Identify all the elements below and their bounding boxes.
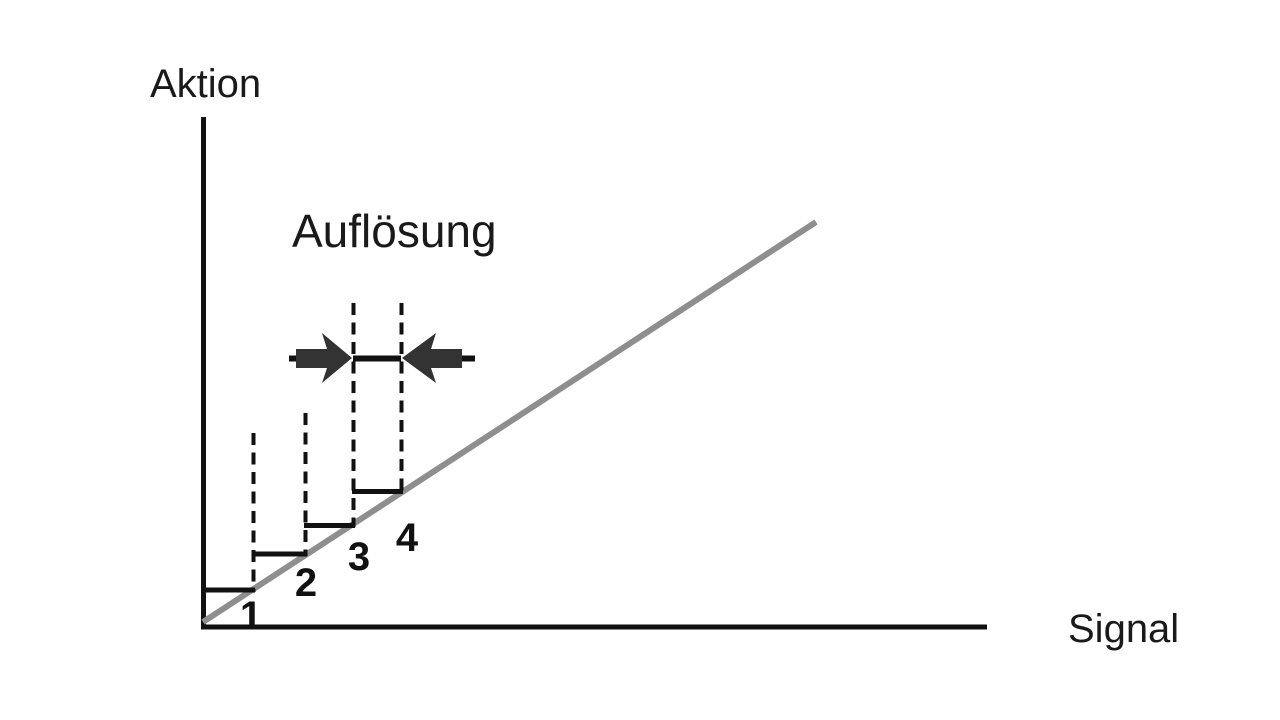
step-3-label: 3 [348,535,370,579]
step-2-label: 2 [295,561,317,605]
step-1-label: 1 [240,594,262,638]
arrow-right-icon [296,333,352,383]
resolution-indicator [289,333,475,383]
y-axis-label: Aktion [150,62,261,106]
arrow-left-icon [402,333,462,383]
step-4-label: 4 [396,516,419,560]
annotation-label: Auflösung [292,205,497,257]
x-axis-label: Signal [1068,607,1179,651]
